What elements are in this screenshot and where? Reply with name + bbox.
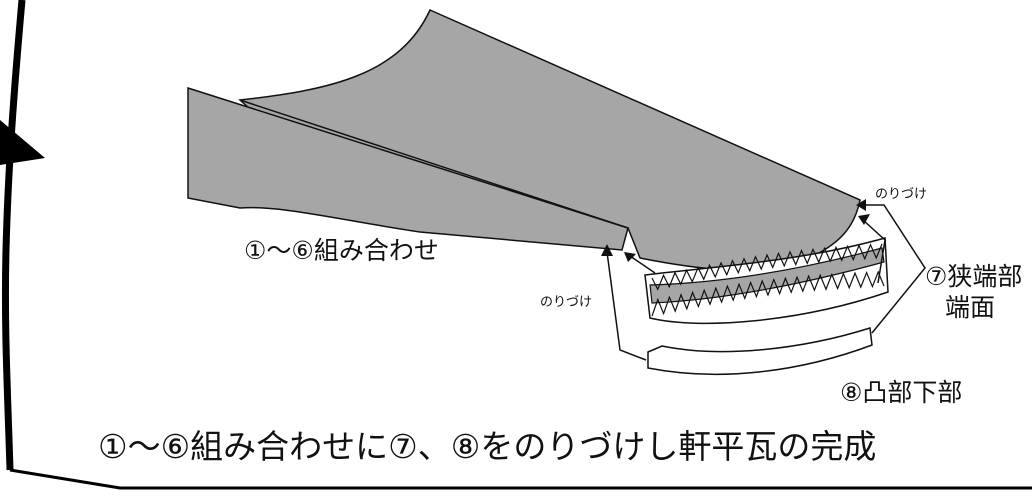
arrowhead-3 (601, 244, 613, 256)
part8-label: ⑧凸部下部 (840, 378, 963, 407)
arrowhead-2 (858, 214, 870, 225)
part7-label: ⑦狭端部 端面 (925, 264, 1022, 320)
tile-lower-body (187, 86, 629, 251)
part7-end-face (644, 237, 889, 325)
arrowhead-1 (856, 199, 866, 211)
glue-label-left: のりづけ (540, 295, 593, 310)
glue-label-top: のりづけ (875, 187, 928, 202)
arrow-left-inner (629, 255, 656, 274)
tooth-edge (651, 243, 883, 291)
arrow-left (606, 251, 647, 361)
part7-label-line1: ⑦狭端部 (925, 262, 1023, 291)
arrowhead-4 (624, 252, 636, 262)
tile-seam-line (239, 99, 629, 229)
part8-convex-piece (647, 327, 873, 376)
arrow-right-inner (862, 219, 886, 284)
bottom-frame-edge (9, 468, 1032, 490)
arrow-right-outer (864, 204, 926, 334)
left-frame-edge (1, 0, 26, 471)
tooth-edge (651, 270, 885, 317)
assembly-label: ①～⑥組み合わせ (244, 236, 439, 265)
part7-label-line2: 端面 (945, 293, 996, 322)
completion-caption: ①～⑥組み合わせに⑦、⑧をのりづけし軒平瓦の完成 (98, 427, 877, 466)
